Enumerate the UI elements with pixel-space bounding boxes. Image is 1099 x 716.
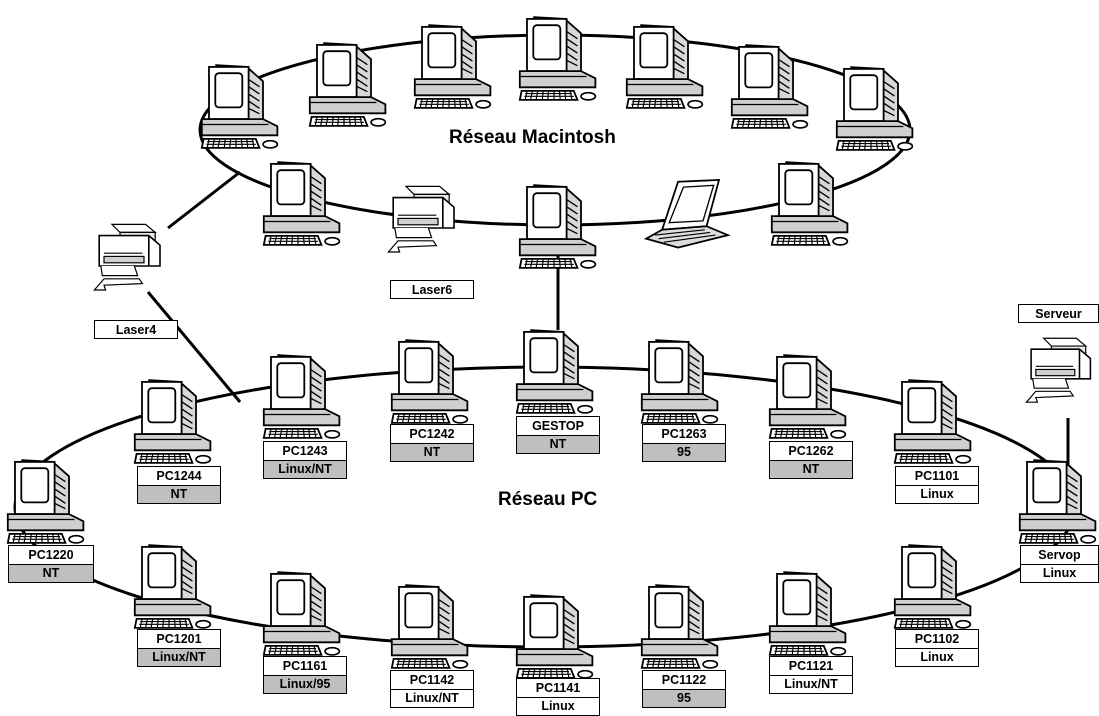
pc-workstation-icon <box>262 354 341 439</box>
station-name: GESTOP <box>517 417 599 436</box>
station-os: Linux <box>1042 566 1077 580</box>
station-tag-pc1263: PC1263 95 <box>642 424 726 462</box>
printer-label-laser6: Laser6 <box>390 280 474 299</box>
station-name: PC1262 <box>770 442 852 461</box>
pc-workstation-icon <box>515 329 594 414</box>
station-os: 95 <box>643 690 725 707</box>
pc-workstation-icon <box>262 571 341 656</box>
pc-workstation-icon <box>640 584 719 669</box>
station-name: PC1243 <box>264 442 346 461</box>
station-os: Linux/NT <box>138 649 220 666</box>
station-name: PC1101 <box>896 467 978 486</box>
pc-workstation-icon <box>133 544 212 629</box>
pc-workstation-icon <box>390 584 469 669</box>
laser4-link-pc <box>146 291 242 403</box>
station-os: Linux <box>920 487 954 501</box>
printer-icon <box>93 223 161 291</box>
station-os: Linux/95 <box>264 676 346 693</box>
station-name: PC1242 <box>391 425 473 444</box>
station-tag-pc1141: PC1141 Linux <box>516 678 600 716</box>
pc-workstation-icon <box>133 379 212 464</box>
station-name: PC1121 <box>770 657 852 676</box>
station-name: PC1263 <box>643 425 725 444</box>
mac-workstation-icon <box>308 42 387 127</box>
station-tag-pc1262: PC1262 NT <box>769 441 853 479</box>
station-os: Linux <box>920 650 954 664</box>
station-tag-pc1201: PC1201 Linux/NT <box>137 629 221 667</box>
station-os: NT <box>391 444 473 461</box>
station-name: PC1161 <box>264 657 346 676</box>
mac-network-title: Réseau Macintosh <box>449 127 616 148</box>
station-os: NT <box>138 486 220 503</box>
station-name: Servop <box>1021 546 1098 565</box>
laser4-link-mac <box>167 170 241 230</box>
station-tag-pc1101: PC1101 Linux <box>895 466 979 504</box>
station-os: NT <box>517 436 599 453</box>
pc-workstation-icon <box>640 339 719 424</box>
pc-workstation-icon <box>768 571 847 656</box>
mac-workstation-icon <box>518 16 597 101</box>
station-os: NT <box>9 565 93 582</box>
mac-workstation-icon <box>730 44 809 129</box>
station-name: PC1142 <box>391 671 473 690</box>
station-name: PC1122 <box>643 671 725 690</box>
pc-workstation-icon <box>1018 459 1097 544</box>
printer-icon <box>1025 337 1092 404</box>
station-tag-pc1244: PC1244 NT <box>137 466 221 504</box>
station-os: NT <box>770 461 852 478</box>
printer-label-laser4: Laser4 <box>94 320 178 339</box>
pc-workstation-icon <box>893 379 972 464</box>
pc-workstation-icon <box>893 544 972 629</box>
station-tag-pc1122: PC1122 95 <box>642 670 726 708</box>
pc-workstation-icon <box>390 339 469 424</box>
station-tag-pc1161: PC1161 Linux/95 <box>263 656 347 694</box>
mac-workstation-icon <box>200 64 279 149</box>
station-os: Linux/NT <box>405 691 459 705</box>
station-name: PC1244 <box>138 467 220 486</box>
station-os: Linux/NT <box>784 677 838 691</box>
pc-workstation-icon <box>515 594 594 679</box>
station-tag-gestop: GESTOP NT <box>516 416 600 454</box>
station-name: PC1102 <box>896 630 978 649</box>
station-tag-pc1220: PC1220 NT <box>8 545 94 583</box>
station-os: Linux/NT <box>264 461 346 478</box>
station-name: PC1141 <box>517 679 599 698</box>
station-tag-pc1121: PC1121 Linux/NT <box>769 656 853 694</box>
station-name: PC1201 <box>138 630 220 649</box>
mac-workstation-icon <box>518 184 597 269</box>
station-tag-servop: Servop Linux <box>1020 545 1099 583</box>
station-tag-pc1242: PC1242 NT <box>390 424 474 462</box>
station-name: PC1220 <box>9 546 93 565</box>
mac-workstation-icon <box>625 24 704 109</box>
mac-workstation-icon <box>770 161 849 246</box>
station-tag-pc1142: PC1142 Linux/NT <box>390 670 474 708</box>
pc-workstation-icon <box>6 459 85 544</box>
station-os: Linux <box>541 699 575 713</box>
station-os: 95 <box>643 444 725 461</box>
station-tag-pc1243: PC1243 Linux/NT <box>263 441 347 479</box>
station-tag-pc1102: PC1102 Linux <box>895 629 979 667</box>
printer-icon <box>387 185 455 253</box>
pc-network-title: Réseau PC <box>498 489 598 510</box>
printer-label-serveur: Serveur <box>1018 304 1099 323</box>
pc-workstation-icon <box>768 354 847 439</box>
